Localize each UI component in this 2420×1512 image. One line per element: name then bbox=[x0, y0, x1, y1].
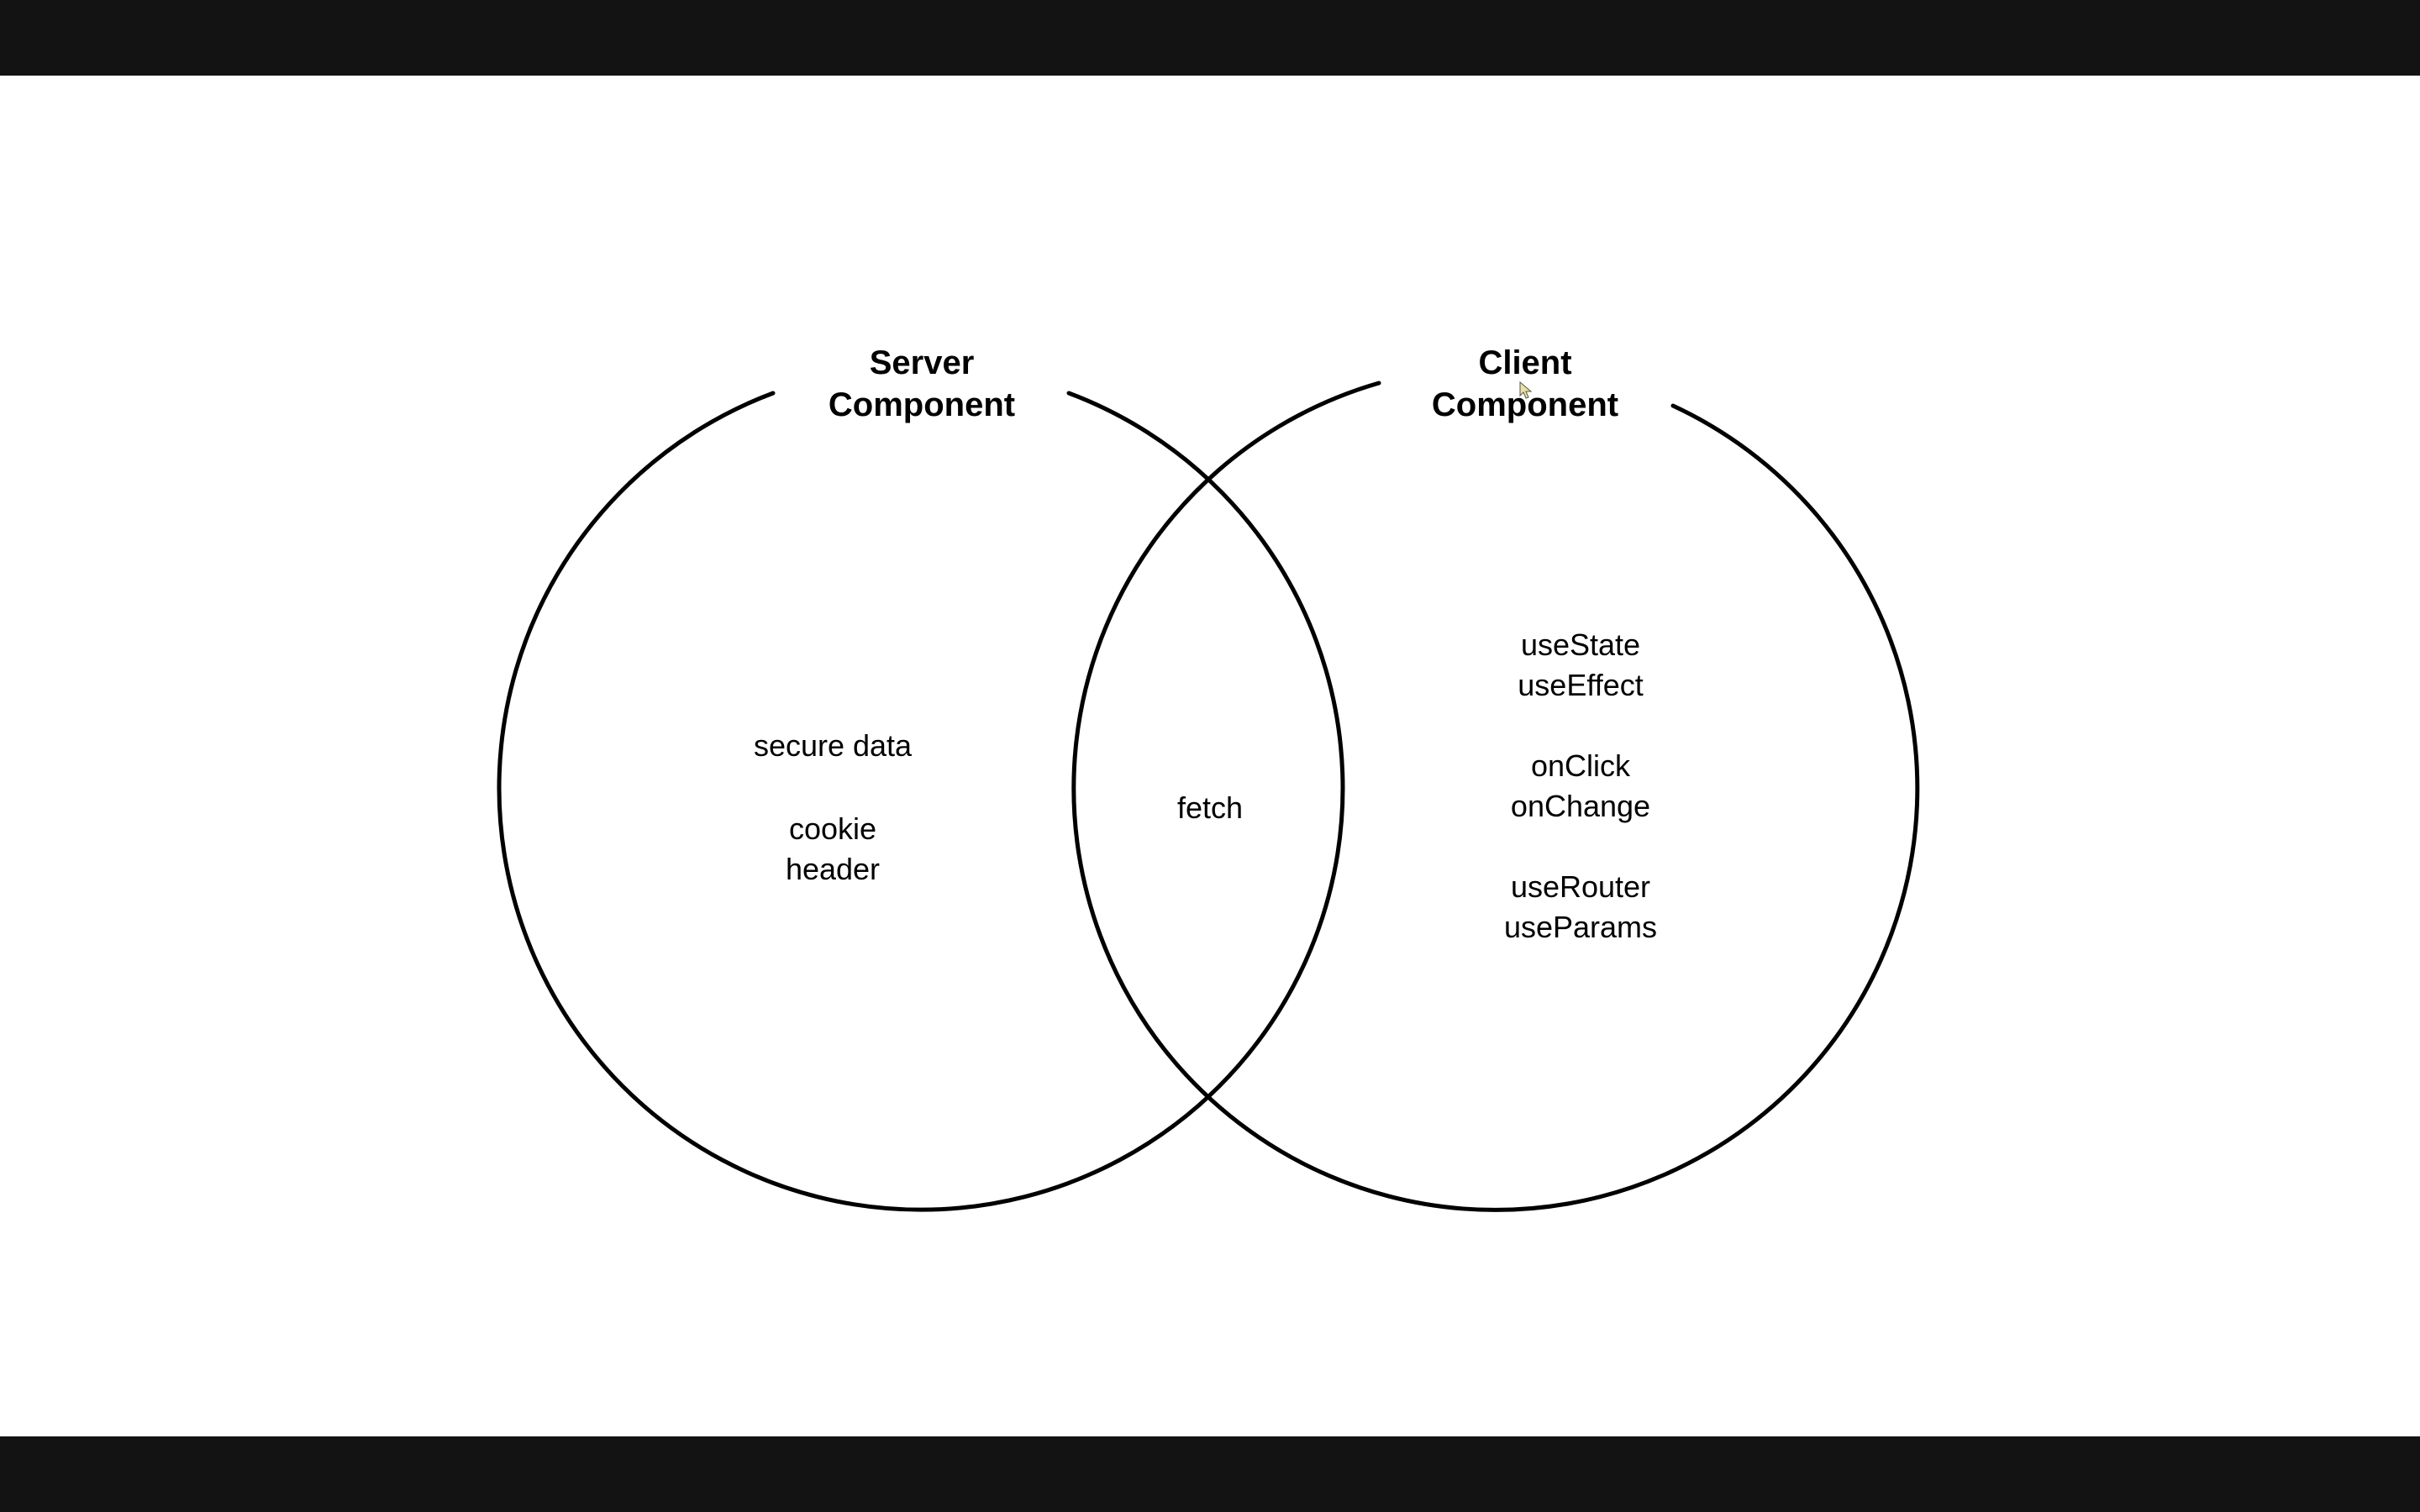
server-item-secure-data: secure data bbox=[753, 728, 913, 763]
client-item-userouter: useRouter bbox=[1510, 869, 1651, 904]
client-title-line1: Client bbox=[1478, 344, 1572, 381]
client-item-useeffect: useEffect bbox=[1518, 668, 1644, 702]
server-item-header: header bbox=[785, 852, 881, 886]
client-component-circle bbox=[1071, 381, 1920, 1212]
server-title-line2: Component bbox=[828, 386, 1016, 423]
server-item-cookie: cookie bbox=[788, 811, 877, 846]
client-item-onclick: onClick bbox=[1530, 748, 1631, 783]
server-component-circle bbox=[497, 391, 1345, 1212]
client-item-usestate: useState bbox=[1520, 627, 1641, 662]
letterbox-bottom bbox=[0, 1436, 2420, 1512]
intersection-item-fetch: fetch bbox=[1176, 790, 1244, 825]
mouse-pointer-icon bbox=[1519, 381, 1533, 399]
venn-diagram bbox=[497, 381, 1920, 1212]
slide-canvas: Server Component Client Component secure… bbox=[0, 76, 2420, 1436]
server-component-title: Server Component bbox=[829, 342, 1015, 426]
letterbox-top bbox=[0, 0, 2420, 76]
client-item-onchange: onChange bbox=[1510, 789, 1651, 823]
server-title-line1: Server bbox=[869, 344, 975, 381]
client-item-useparams: useParams bbox=[1503, 910, 1658, 944]
